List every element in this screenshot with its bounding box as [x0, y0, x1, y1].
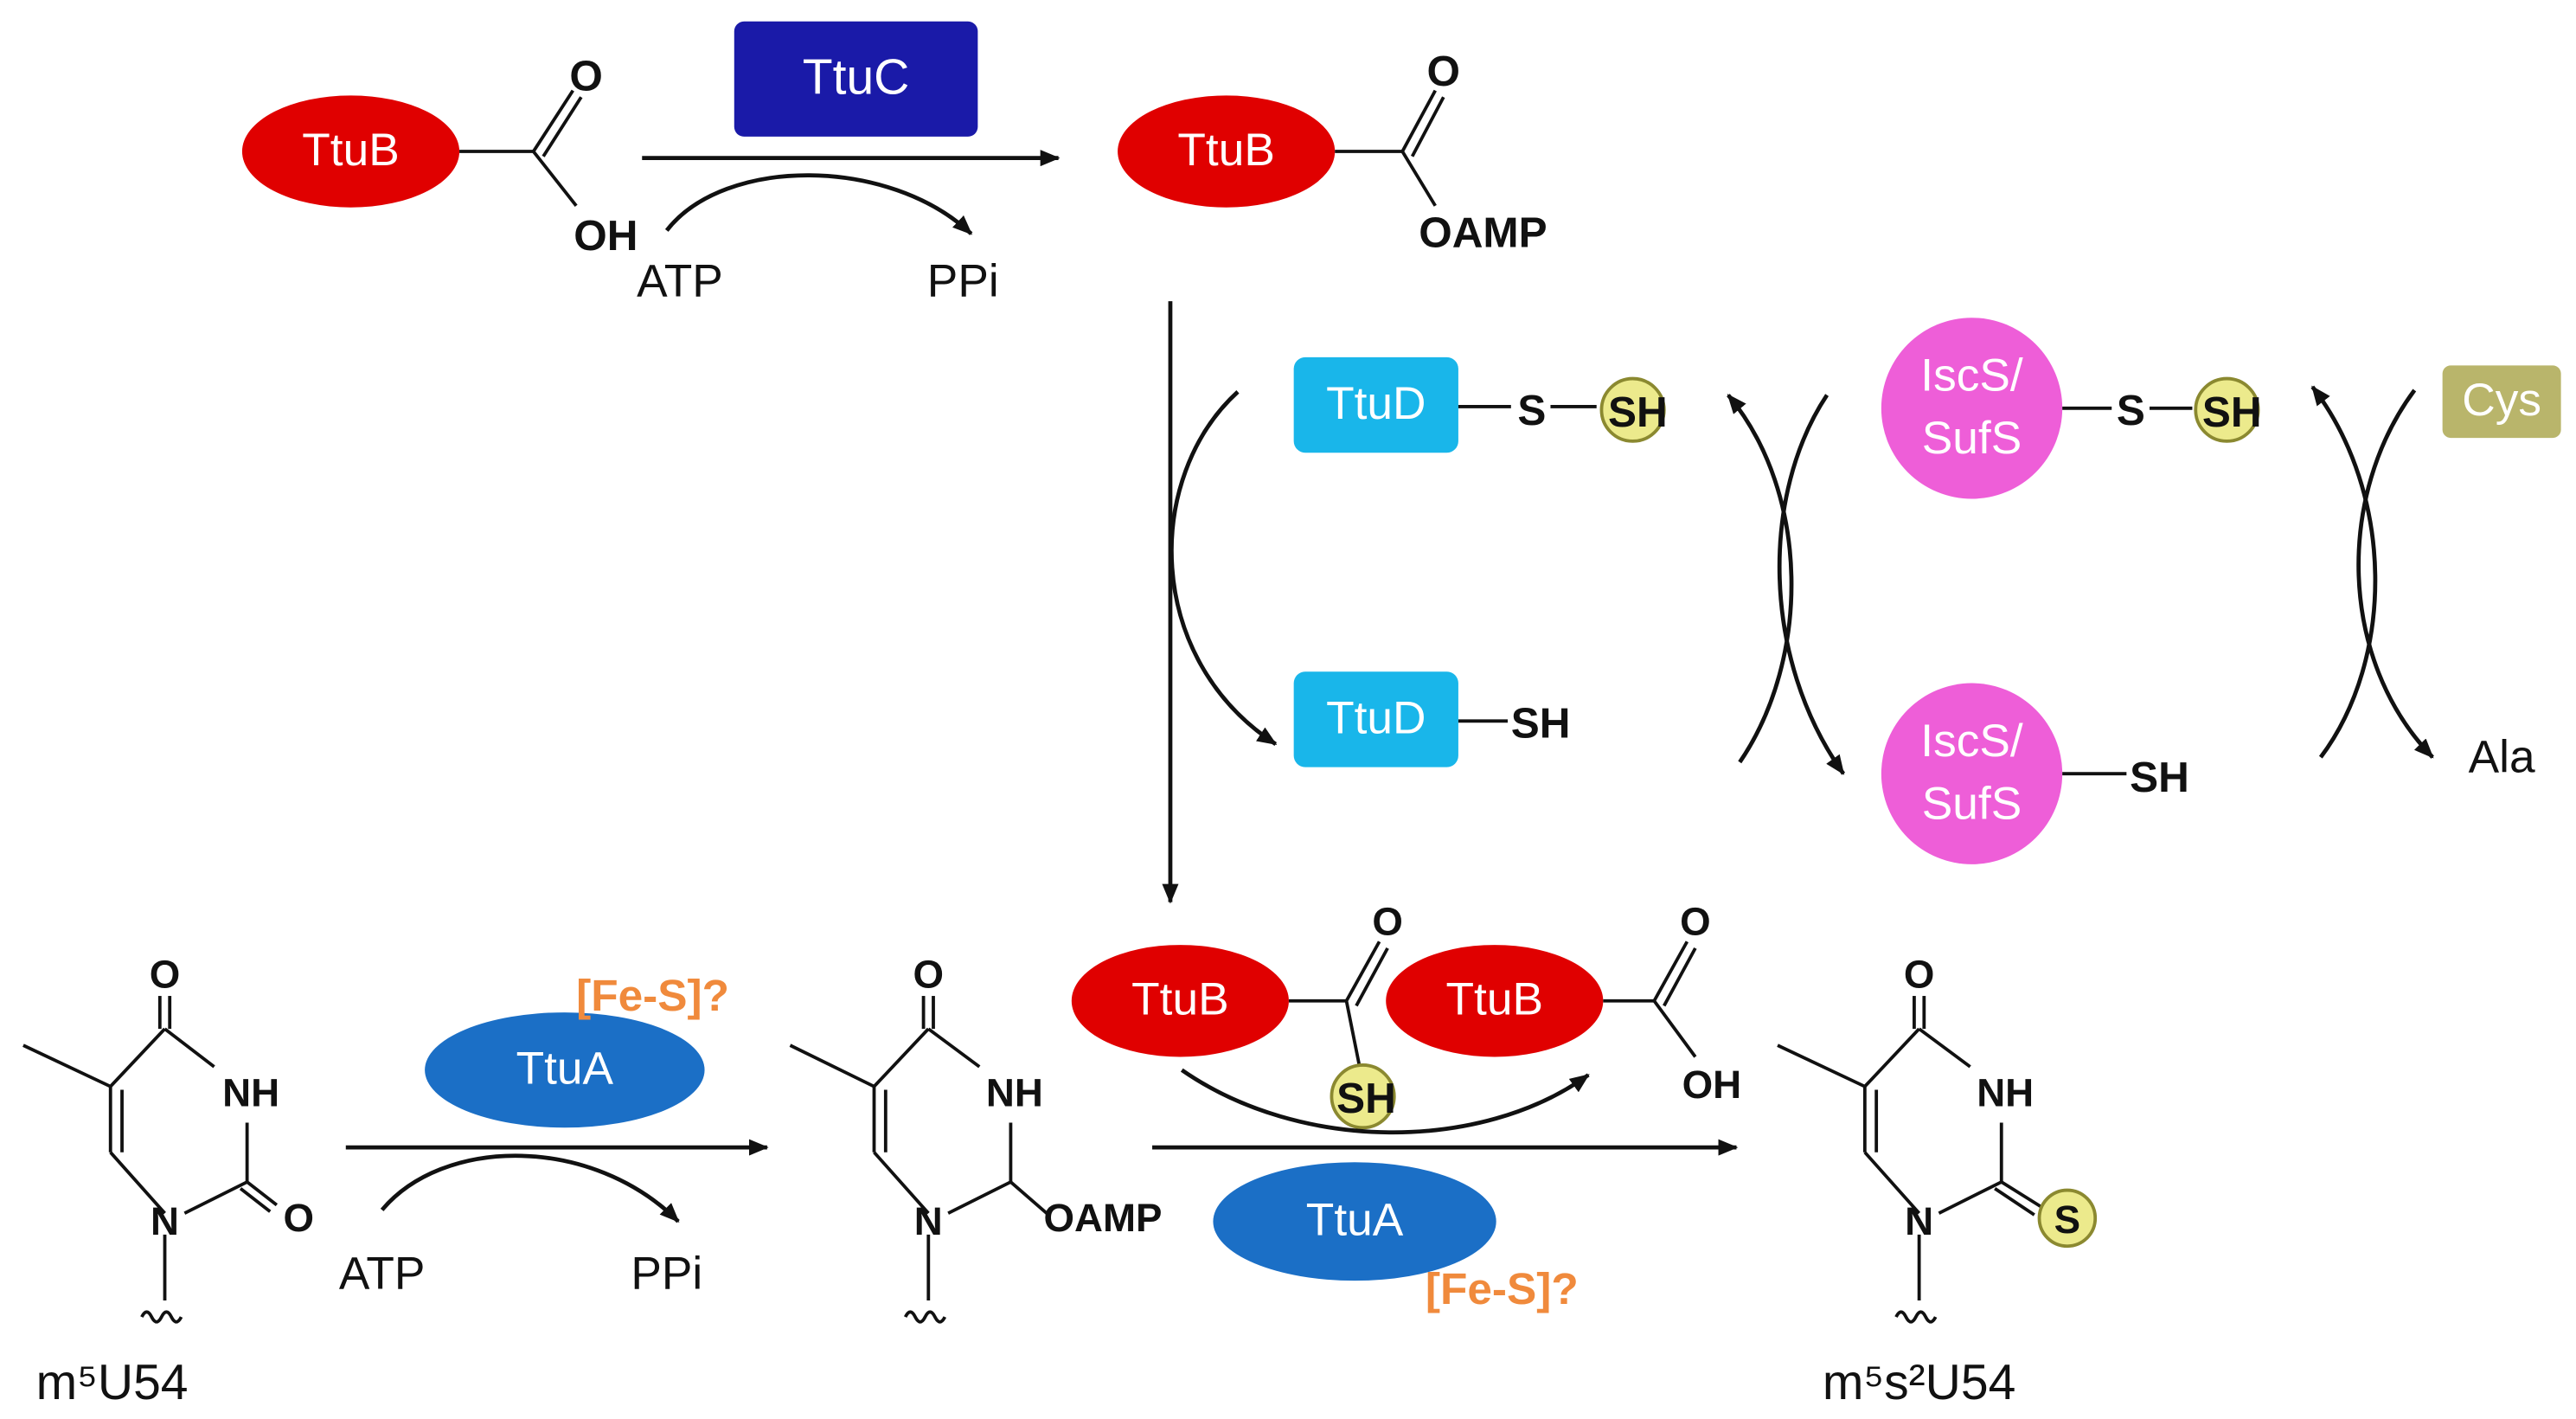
substrate-label: m⁵U54	[36, 1355, 189, 1410]
ttud-label-2: TtuD	[1326, 692, 1426, 743]
sulfur-highlight-ttud	[1599, 376, 1666, 443]
ttud-sh-2: SH	[1511, 699, 1571, 747]
persulfide-transfer-arc-up	[1727, 394, 1794, 764]
iscs-label-2b: SufS	[1922, 778, 2022, 829]
ttub-enzyme-2	[1118, 95, 1336, 208]
ttud-enzyme-2	[1293, 671, 1458, 767]
ttub-enzyme-4	[1386, 945, 1604, 1057]
int-o4: O	[913, 953, 945, 997]
prod-nh: NH	[1977, 1071, 2034, 1115]
sulfur-highlight-product	[2037, 1188, 2098, 1249]
ttub-label-3: TtuB	[1131, 974, 1229, 1025]
regen-oh: OH	[1682, 1063, 1741, 1107]
atp-ppi-arc-bottom	[380, 1153, 680, 1223]
carbonyl-o-1: O	[569, 53, 602, 100]
thio-o: O	[1372, 900, 1403, 944]
carbonyl-o-2: O	[1427, 48, 1460, 95]
iscs-sh-2: SH	[2130, 754, 2189, 801]
product-label: m⁵s²U54	[1823, 1355, 2015, 1410]
m5u-o2: O	[283, 1196, 314, 1240]
cys-box	[2442, 365, 2561, 439]
cys-label: Cys	[2462, 375, 2541, 426]
iscs-label-2a: IscS/	[1920, 716, 2023, 767]
ttua-enzyme-1	[425, 1012, 705, 1128]
prod-s2: S	[2054, 1197, 2080, 1242]
iscs-s: S	[2117, 387, 2145, 434]
oamp-label-bottom: OAMP	[1043, 1196, 1162, 1240]
int-nh: NH	[986, 1071, 1043, 1115]
sulfur-donation-arc	[1180, 1068, 1590, 1135]
ppi-label-top: PPi	[927, 255, 999, 306]
persulfide-transfer-arc-down	[1777, 394, 1846, 775]
ttub-enzyme-1	[241, 95, 460, 208]
iscs-sufs-enzyme-1	[1881, 318, 2063, 499]
ttub-thiocarboxylate: TtuB O SH	[1071, 900, 1403, 1130]
fes-label-1: [Fe-S]?	[576, 971, 729, 1020]
fes-label-2: [Fe-S]?	[1426, 1264, 1579, 1313]
ttub-label-2: TtuB	[1177, 125, 1275, 176]
ttub-label-1: TtuB	[302, 125, 399, 176]
oamp-label-top: OAMP	[1419, 209, 1547, 256]
iscs-label-1a: IscS/	[1920, 350, 2023, 401]
m5u-n1: N	[151, 1199, 179, 1243]
ttua-label-1: TtuA	[516, 1043, 614, 1095]
int-n1: N	[914, 1199, 943, 1243]
m5u-o4: O	[150, 953, 181, 997]
ala-label: Ala	[2469, 731, 2535, 782]
iscs-sufs-enzyme-2	[1881, 683, 2063, 864]
ttua-label-2: TtuA	[1306, 1195, 1404, 1246]
iscs-label-1b: SufS	[1922, 413, 2022, 464]
m5s2u54-structure	[1777, 996, 2042, 1324]
sulfur-highlight-iscs	[2194, 376, 2260, 443]
sulfur-loading-arc	[2310, 385, 2378, 759]
adenylated-intermediate	[789, 996, 1050, 1324]
m5u-nh: NH	[222, 1071, 279, 1115]
ttub-enzyme-3	[1071, 945, 1289, 1057]
ttud-s: S	[1517, 387, 1546, 434]
sulfur-highlight-ttub	[1330, 1063, 1396, 1130]
ttub-sh: SH	[1336, 1075, 1396, 1122]
cys-to-ala-arc	[2356, 388, 2434, 759]
ttuc-label: TtuC	[803, 49, 910, 105]
ppi-label-bottom: PPi	[631, 1249, 702, 1300]
regen-o: O	[1680, 900, 1711, 944]
ttud-enzyme-1	[1293, 356, 1458, 453]
prod-n1: N	[1905, 1199, 1933, 1243]
atp-label-top: ATP	[637, 255, 723, 306]
ttub-adenylate: TtuB O OAMP	[1118, 48, 1548, 256]
prod-o4: O	[1904, 953, 1935, 997]
hydroxyl-oh-1: OH	[574, 212, 638, 260]
ttub-label-4: TtuB	[1446, 974, 1544, 1025]
ttub-carboxylate: TtuB O OH	[241, 53, 638, 260]
atp-label-bottom: ATP	[339, 1249, 426, 1300]
ttua-enzyme-2	[1213, 1162, 1496, 1281]
ttub-carboxylate-regenerated: TtuB O OH	[1386, 900, 1741, 1107]
m5u54-structure	[22, 996, 279, 1324]
ttuc-enzyme	[734, 21, 978, 137]
ttud-label-1: TtuD	[1326, 378, 1426, 429]
ttud-transfer-arc	[1169, 390, 1278, 746]
atp-ppi-arc-top	[664, 173, 973, 235]
iscs-sh-1: SH	[2202, 388, 2262, 436]
ttud-sh-1: SH	[1608, 388, 1668, 436]
